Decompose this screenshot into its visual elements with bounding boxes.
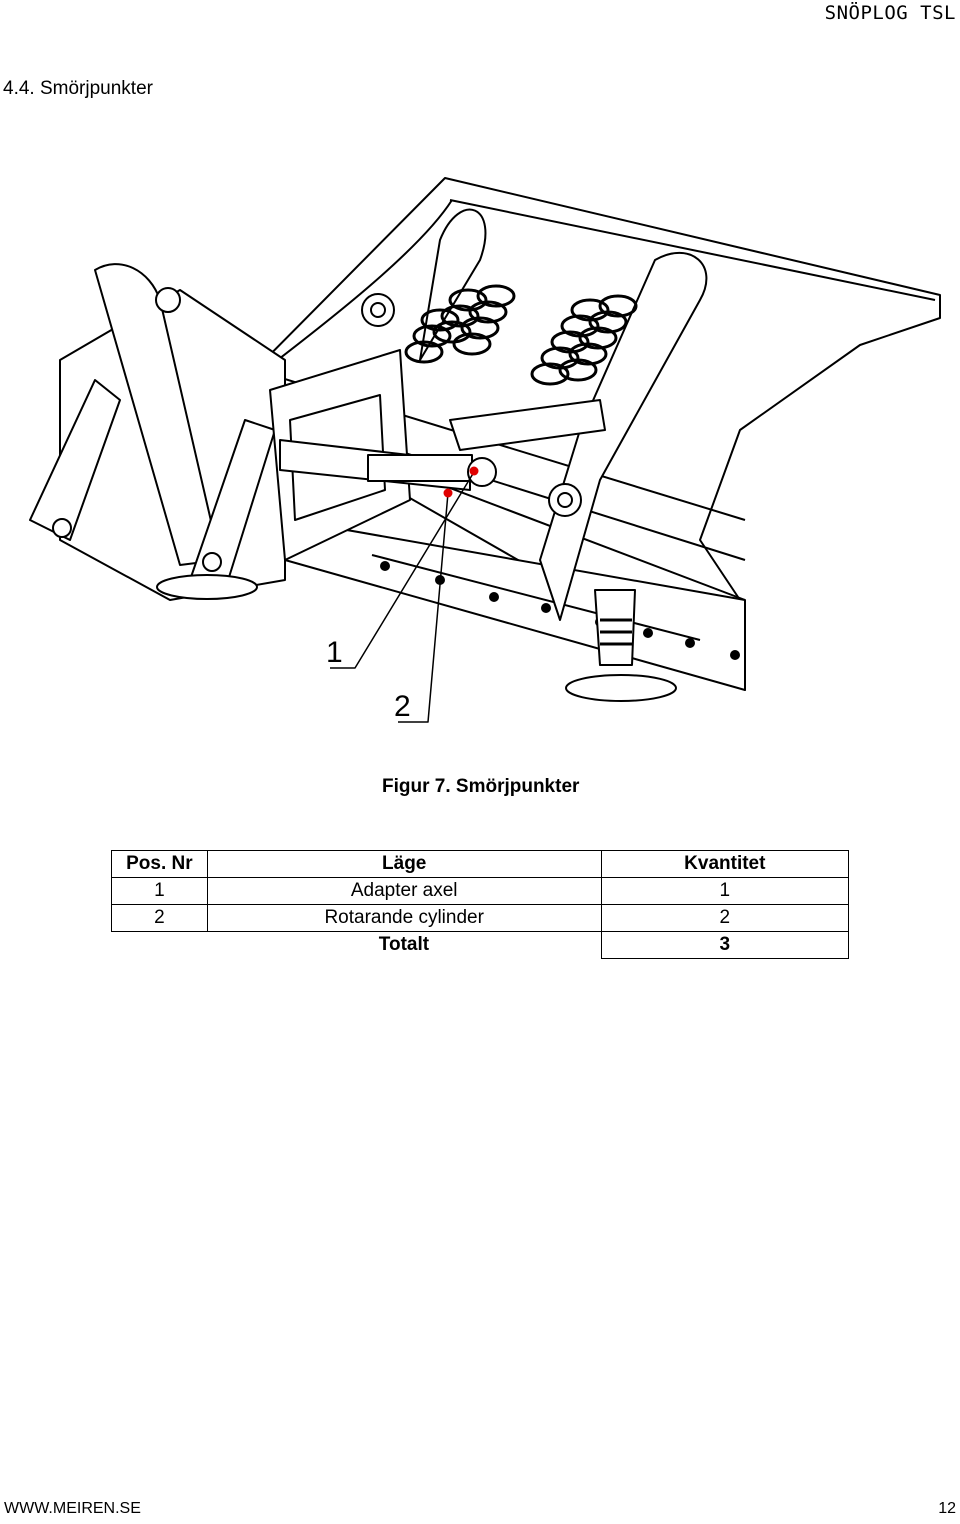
cell-place: Adapter axel — [206, 877, 602, 905]
table-header-row: Pos. Nr Läge Kvantitet — [111, 850, 850, 878]
grease-point-marker — [443, 488, 453, 498]
cell-pos: 1 — [111, 877, 208, 905]
section-heading: 4.4. Smörjpunkter — [3, 78, 153, 99]
grease-point-marker — [469, 466, 479, 476]
total-label: Totalt — [378, 934, 430, 956]
table-row: 2 Rotarande cylinder 2 — [111, 904, 850, 932]
snowplow-technical-drawing: 1 2 — [0, 170, 960, 740]
header-quantity: Kvantitet — [600, 850, 850, 878]
figure-caption: Figur 7. Smörjpunkter — [382, 776, 580, 797]
cell-place: Rotarande cylinder — [206, 904, 602, 932]
lubrication-points-table: Pos. Nr Läge Kvantitet 1 Adapter axel 1 … — [111, 850, 850, 959]
cell-quantity: 2 — [600, 904, 850, 932]
total-value: 3 — [600, 931, 850, 959]
footer-page-number: 12 — [938, 1500, 956, 1517]
document-header-title: SNÖPLOG TSL — [824, 2, 956, 24]
callout-label-2: 2 — [394, 690, 411, 723]
footer-website: WWW.MEIREN.SE — [4, 1500, 141, 1517]
header-place: Läge — [206, 850, 602, 878]
cell-quantity: 1 — [600, 877, 850, 905]
table-row: 1 Adapter axel 1 — [111, 877, 850, 905]
callout-label-1: 1 — [326, 636, 343, 669]
header-pos: Pos. Nr — [111, 850, 208, 878]
table-total-row: Totalt 3 — [112, 931, 850, 959]
cell-pos: 2 — [111, 904, 208, 932]
